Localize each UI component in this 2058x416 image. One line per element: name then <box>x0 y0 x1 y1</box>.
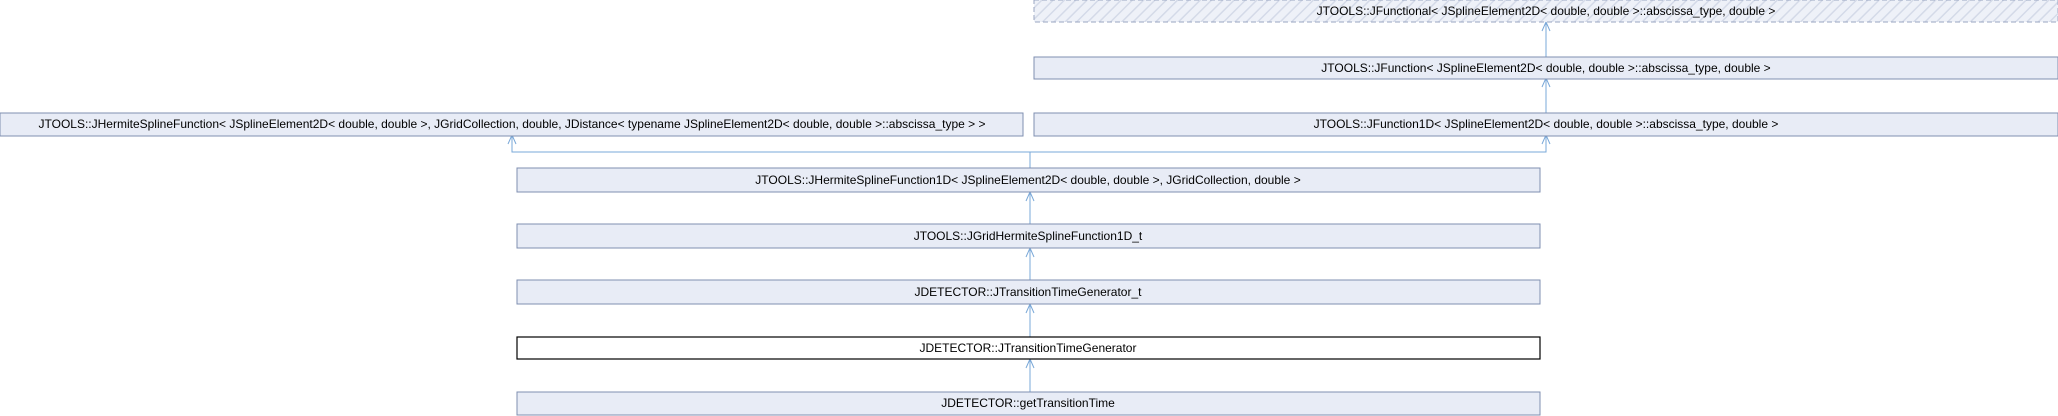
node-transition-time-generator-label: JDETECTOR::JTransitionTimeGenerator <box>920 341 1137 355</box>
node-jfunction[interactable]: JTOOLS::JFunction< JSplineElement2D< dou… <box>1033 56 2058 80</box>
node-jfunction1d-label: JTOOLS::JFunction1D< JSplineElement2D< d… <box>1314 117 1779 131</box>
edge-hermite1d-hermite <box>511 136 1031 168</box>
node-jgrid-hermite[interactable]: JTOOLS::JGridHermiteSplineFunction1D_t <box>516 223 1541 249</box>
node-transition-time-generator-t[interactable]: JDETECTOR::JTransitionTimeGenerator_t <box>516 279 1541 305</box>
node-jfunction1d[interactable]: JTOOLS::JFunction1D< JSplineElement2D< d… <box>1033 112 2058 137</box>
node-jhermite-spline-function[interactable]: JTOOLS::JHermiteSplineFunction< JSplineE… <box>0 112 1024 137</box>
node-jfunctional-label: JTOOLS::JFunctional< JSplineElement2D< d… <box>1317 4 1776 18</box>
node-jgrid-hermite-label: JTOOLS::JGridHermiteSplineFunction1D_t <box>914 229 1143 243</box>
node-get-transition-time-label: JDETECTOR::getTransitionTime <box>941 396 1115 410</box>
node-get-transition-time[interactable]: JDETECTOR::getTransitionTime <box>516 391 1541 416</box>
node-jhermite-spline-function1d[interactable]: JTOOLS::JHermiteSplineFunction1D< JSplin… <box>516 167 1541 193</box>
node-jhermite-spline-function-label: JTOOLS::JHermiteSplineFunction< JSplineE… <box>39 117 986 131</box>
node-jhermite-spline-function1d-label: JTOOLS::JHermiteSplineFunction1D< JSplin… <box>755 173 1300 187</box>
node-transition-time-generator: JDETECTOR::JTransitionTimeGenerator <box>516 336 1541 360</box>
edge-hermite1d-function1d <box>1030 136 1547 153</box>
node-jfunctional[interactable]: JTOOLS::JFunctional< JSplineElement2D< d… <box>1033 0 2058 23</box>
node-jfunction-label: JTOOLS::JFunction< JSplineElement2D< dou… <box>1321 61 1770 75</box>
node-transition-time-generator-t-label: JDETECTOR::JTransitionTimeGenerator_t <box>915 285 1143 299</box>
